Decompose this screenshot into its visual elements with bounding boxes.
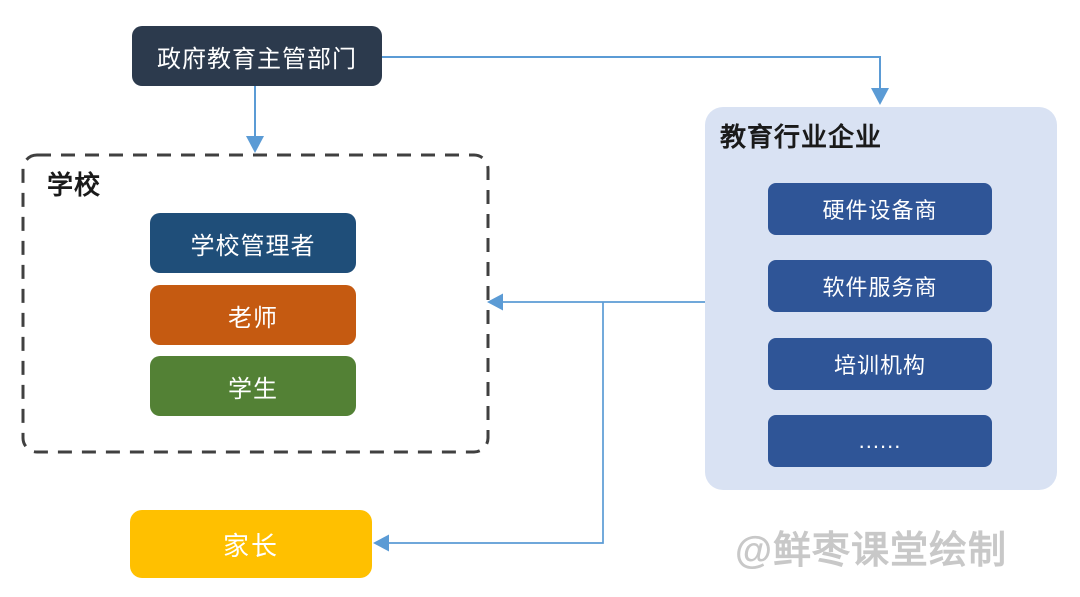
- more-companies-node: ......: [768, 415, 992, 467]
- hardware-vendor-node: 硬件设备商: [768, 183, 992, 235]
- training-institution-node: 培训机构: [768, 338, 992, 390]
- government-node-label: 政府教育主管部门: [157, 45, 357, 73]
- software-vendor-node: 软件服务商: [768, 260, 992, 312]
- teacher-node: 老师: [150, 285, 356, 345]
- parents-label: 家长: [222, 530, 279, 561]
- watermark: @鲜枣课堂绘制: [735, 530, 1008, 572]
- school-admin-label: 学校管理者: [190, 232, 316, 260]
- student-node: 学生: [150, 356, 356, 416]
- software-vendor-label: 软件服务商: [822, 275, 938, 300]
- arrow-government-to-school: [246, 86, 264, 153]
- teacher-label: 老师: [228, 304, 278, 332]
- industry-panel-title: 教育行业企业: [720, 122, 883, 152]
- hardware-vendor-label: 硬件设备商: [822, 198, 938, 223]
- more-companies-label: ......: [858, 428, 902, 453]
- school-dashed-boundary: [21, 153, 490, 454]
- arrow-industry-to-school: [487, 293, 705, 311]
- arrow-government-to-industry: [382, 56, 889, 105]
- training-institution-label: 培训机构: [833, 353, 926, 378]
- government-node: 政府教育主管部门: [132, 26, 382, 86]
- arrow-industry-to-parents: [373, 302, 604, 552]
- parents-node: 家长: [130, 510, 372, 578]
- school-admin-node: 学校管理者: [150, 213, 356, 273]
- student-label: 学生: [228, 375, 278, 403]
- school-group-title: 学校: [47, 170, 102, 200]
